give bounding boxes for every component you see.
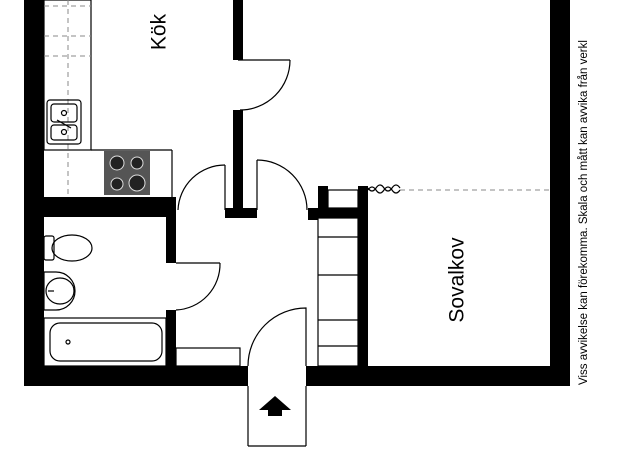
alcove-label: Sovalkov [446, 237, 469, 323]
bottom-wall-right [306, 366, 570, 386]
bathtub-icon [43, 317, 167, 367]
kitchen-label: Kök [148, 13, 171, 50]
outer-walls [24, 0, 570, 386]
curtain-icon [367, 184, 401, 194]
wall-junction [225, 208, 257, 218]
washbasin-icon [43, 271, 76, 311]
wardrobe [317, 217, 359, 367]
bathroom-wall-upper [166, 217, 176, 263]
door-kitchen-living [238, 59, 291, 111]
door-hall-living [256, 159, 308, 211]
door-bathroom [175, 262, 221, 311]
kitchen-living-wall-upper [233, 0, 243, 60]
kitchen: Kök [43, 0, 173, 197]
hall-stub-wall [308, 214, 318, 220]
alcove: Sovalkov [367, 184, 550, 323]
left-wall [24, 0, 44, 386]
stove-icon [104, 151, 150, 195]
kitchen-living-wall-lower [233, 110, 243, 218]
hall-closet-wall-top [308, 208, 360, 218]
kitchen-counter [43, 0, 92, 151]
disclaimer-text: Viss avvikelse kan förekomma. Skala och … [578, 40, 590, 385]
entrance-arrow-icon [259, 396, 291, 416]
hall-cabinet [175, 347, 241, 367]
hallway [175, 189, 359, 367]
bottom-wall-left [24, 366, 248, 386]
door-hall-kitchen [177, 164, 226, 211]
bathroom [43, 234, 167, 367]
alcove-wall [358, 186, 368, 366]
closet-niche [327, 189, 359, 209]
right-wall [550, 0, 570, 386]
doors [175, 59, 308, 447]
kitchen-bathroom-wall [44, 197, 176, 217]
closet-wall [318, 186, 328, 218]
bathroom-wall-lower [166, 310, 176, 366]
door-entrance [247, 307, 307, 447]
interior-walls [44, 0, 368, 366]
sink-icon [46, 99, 82, 145]
toilet-icon [43, 234, 93, 262]
